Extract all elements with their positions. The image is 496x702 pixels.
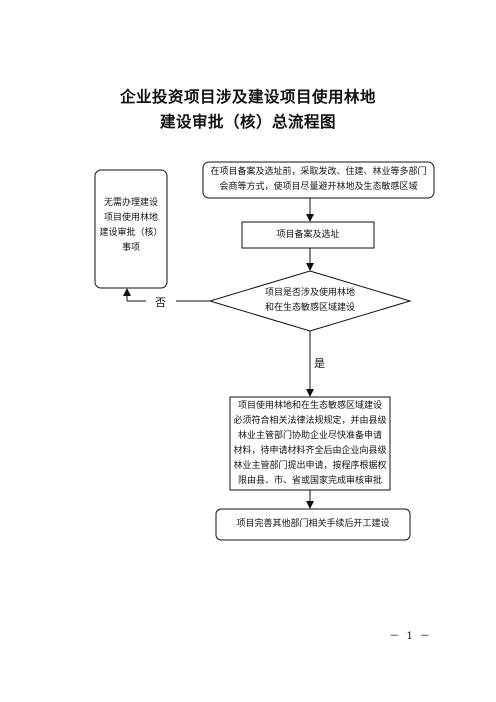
filing-text: 项目备案及选址 [242,222,374,248]
decision-text-line2: 和在生态敏感区域建设 [264,303,355,313]
approval-line5: 林业主管部门提出申请，按程序根据权 [233,460,387,471]
edge-label-yes: 是 [314,357,325,370]
start-text-line2: 会商等方式，使项目尽量避开林地及生态敏感区域 [219,182,418,192]
start-text: 在项目备案及选址前，采取发改、住建、林业等多部门 会商等方式，使项目尽量避开林地… [203,162,434,198]
start-box [202,161,435,199]
no-approval-text: 无需办理建设 项目使用林地 建设审批（核） 事项 [95,196,167,258]
decision-text-line1: 项目是否涉及使用林地 [264,288,355,298]
approval-line2: 必须符合相关法律法规规定，并由县级 [233,415,387,426]
no-approval-line1: 无需办理建设 [103,198,158,208]
filing-box [241,221,375,249]
finish-box [215,508,411,541]
no-approval-line4: 事项 [121,243,140,253]
no-approval-line2: 项目使用林地 [103,213,158,223]
approval-text: 项目使用林地和在生态敏感区域建设 必须符合相关法律法规规定，并由县级 林业主管部… [230,397,390,490]
diagram-title-line1: 企业投资项目涉及建设项目使用林地 [119,87,376,106]
decision-text: 项目是否涉及使用林地 和在生态敏感区域建设 [230,286,390,316]
finish-label: 项目完善其他部门相关手续后开工建设 [236,519,390,529]
no-approval-line3: 建设审批（核） [99,228,163,238]
diagram-title-line2: 建设审批（核）总流程图 [159,112,336,131]
filing-label: 项目备案及选址 [276,229,340,240]
approval-line6: 限由县、市、省或国家完成审核审批 [237,475,382,486]
no-approval-box [94,169,168,289]
approval-line4: 材料，待申请材料齐全后由企业向县级 [233,445,387,456]
page-number: － 1 － [389,631,432,642]
start-text-line1: 在项目备案及选址前，采取发改、住建、林业等多部门 [210,167,427,177]
approval-line3: 林业主管部门协助企业尽快准备申请 [237,430,382,441]
approval-line1: 项目使用林地和在生态敏感区域建设 [237,400,382,411]
finish-text: 项目完善其他部门相关手续后开工建设 [216,509,410,540]
edge-label-no: 否 [155,296,166,309]
